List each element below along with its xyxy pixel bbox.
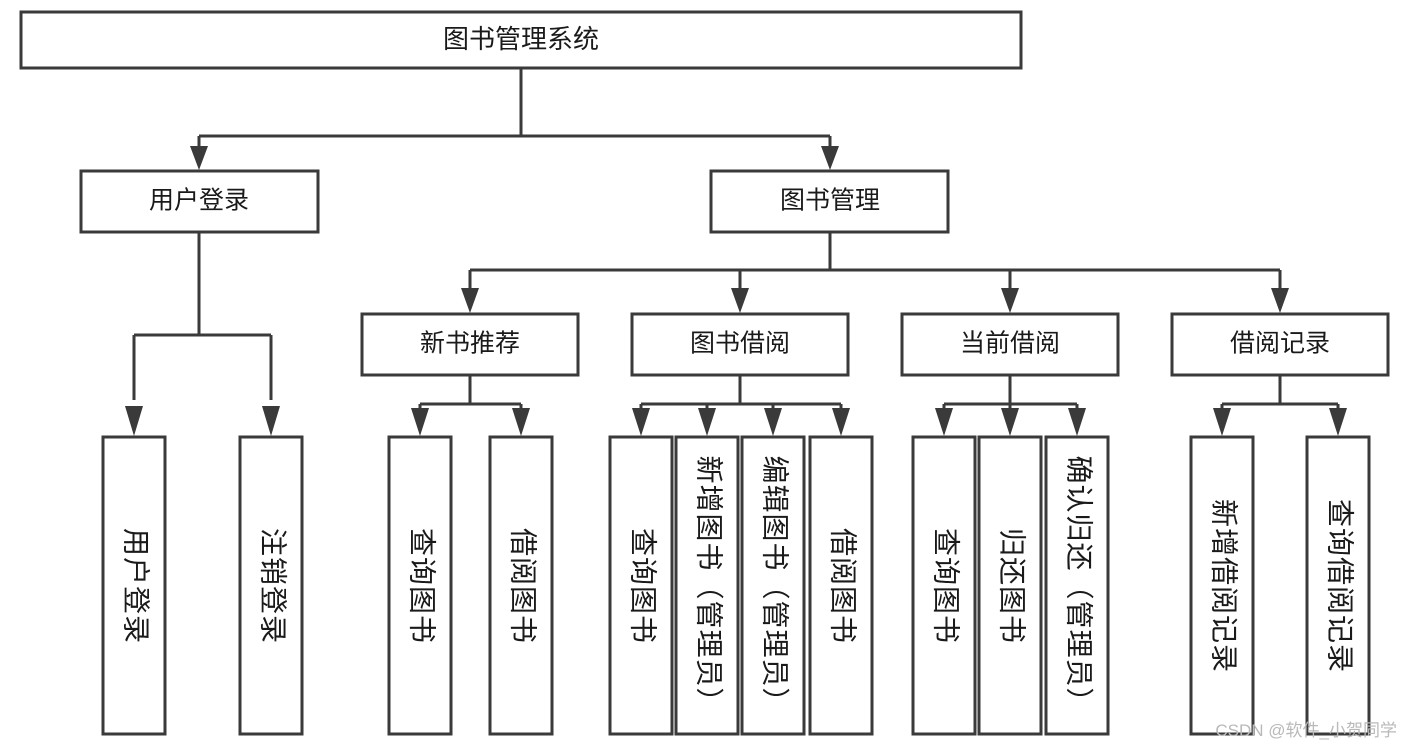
- arrowhead-to-leaf-13: [1329, 408, 1347, 436]
- node-borrow[interactable]: 图书借阅: [630, 312, 850, 377]
- node-records[interactable]: 借阅记录: [1170, 312, 1390, 377]
- node-records-label: 借阅记录: [1230, 330, 1330, 358]
- node-leaf-3-box[interactable]: [387, 435, 453, 736]
- arrowhead-to-login: [190, 146, 208, 170]
- arrowhead-to-leaf-7: [764, 408, 782, 436]
- node-leaf-9[interactable]: 查询图书: [911, 435, 977, 736]
- arrowhead-to-leaf-1: [125, 406, 143, 436]
- node-current-box[interactable]: [900, 312, 1120, 377]
- arrowhead-to-records: [1271, 288, 1289, 313]
- node-bookmgmt-box[interactable]: [709, 169, 950, 234]
- node-root-label: 图书管理系统: [443, 24, 599, 54]
- node-leaf-4-box[interactable]: [488, 435, 554, 736]
- node-current-label: 当前借阅: [960, 330, 1060, 358]
- arrowhead-to-leaf-4: [512, 408, 530, 436]
- node-leaf-11[interactable]: 确认归还（管理员）: [1044, 435, 1110, 736]
- node-leaf-13-label: 查询借阅记录: [1325, 499, 1356, 673]
- connector-newbook-trunk: [418, 375, 523, 412]
- node-root-box[interactable]: [19, 10, 1023, 70]
- node-leaf-10-box[interactable]: [977, 435, 1043, 736]
- node-login[interactable]: 用户登录: [79, 169, 320, 234]
- node-login-box[interactable]: [79, 169, 320, 234]
- node-leaf-2[interactable]: 注销登录: [238, 435, 304, 736]
- node-leaf-5-box[interactable]: [608, 435, 674, 736]
- arrowhead-to-current: [1001, 288, 1019, 313]
- arrowhead-to-borrow: [731, 288, 749, 313]
- node-leaf-3[interactable]: 查询图书: [387, 435, 453, 736]
- node-root[interactable]: 图书管理系统: [19, 10, 1023, 70]
- node-leaf-6[interactable]: 新增图书（管理员）: [674, 435, 740, 736]
- node-leaf-13-box[interactable]: [1305, 435, 1371, 736]
- node-leaf-6-box[interactable]: [674, 435, 740, 736]
- node-leaf-10[interactable]: 归还图书: [977, 435, 1043, 736]
- arrowhead-to-leaf-6: [698, 408, 716, 436]
- node-newbook[interactable]: 新书推荐: [360, 312, 580, 377]
- node-leaf-8[interactable]: 借阅图书: [808, 435, 874, 736]
- connector-bookmgmt-trunk: [468, 232, 1282, 292]
- arrowhead-to-leaf-12: [1213, 408, 1231, 436]
- arrowhead-to-leaf-10: [1001, 408, 1019, 436]
- connector-borrow-trunk: [639, 375, 843, 412]
- node-leaf-9-label: 查询图书: [931, 528, 962, 644]
- node-leaf-1-box[interactable]: [101, 435, 167, 736]
- connector-current-trunk: [942, 375, 1079, 412]
- node-borrow-label: 图书借阅: [690, 330, 790, 358]
- node-leaf-13[interactable]: 查询借阅记录: [1305, 435, 1371, 736]
- node-current[interactable]: 当前借阅: [900, 312, 1120, 377]
- node-leaf-1[interactable]: 用户登录: [101, 435, 167, 736]
- arrowhead-to-leaf-2: [262, 406, 280, 436]
- node-leaf-7-box[interactable]: [740, 435, 806, 736]
- arrowhead-to-leaf-5: [632, 408, 650, 436]
- arrowhead-to-bookmgmt: [821, 146, 839, 170]
- node-leaf-8-label: 借阅图书: [828, 528, 859, 644]
- node-leaf-11-label: 确认归还（管理员）: [1064, 455, 1095, 716]
- node-bookmgmt-label: 图书管理: [780, 187, 880, 215]
- node-leaf-2-box[interactable]: [238, 435, 304, 736]
- node-newbook-label: 新书推荐: [420, 330, 520, 358]
- node-leaf-5[interactable]: 查询图书: [608, 435, 674, 736]
- node-leaf-4-label: 借阅图书: [508, 528, 539, 644]
- node-leaf-12-label: 新增借阅记录: [1209, 499, 1240, 673]
- node-records-box[interactable]: [1170, 312, 1390, 377]
- connector-root-trunk: [197, 68, 832, 157]
- node-newbook-box[interactable]: [360, 312, 580, 377]
- node-leaf-9-box[interactable]: [911, 435, 977, 736]
- node-leaf-5-label: 查询图书: [628, 528, 659, 644]
- node-leaf-1-label: 用户登录: [121, 528, 152, 644]
- node-leaf-7-label: 编辑图书（管理员）: [760, 455, 791, 716]
- arrowhead-to-leaf-8: [832, 408, 850, 436]
- node-leaf-6-label: 新增图书（管理员）: [694, 455, 725, 716]
- connector-records-trunk: [1220, 375, 1340, 412]
- node-leaf-3-label: 查询图书: [407, 528, 438, 644]
- node-login-label: 用户登录: [149, 187, 249, 215]
- arrowhead-to-leaf-11: [1068, 408, 1086, 436]
- node-leaf-8-box[interactable]: [808, 435, 874, 736]
- node-leaf-7[interactable]: 编辑图书（管理员）: [740, 435, 806, 736]
- node-leaf-2-label: 注销登录: [258, 528, 289, 644]
- arrowhead-to-newbook: [461, 288, 479, 313]
- node-leaf-11-box[interactable]: [1044, 435, 1110, 736]
- node-bookmgmt[interactable]: 图书管理: [709, 169, 950, 234]
- connector-login-trunk: [132, 232, 273, 400]
- node-borrow-box[interactable]: [630, 312, 850, 377]
- arrowhead-to-leaf-3: [411, 408, 429, 436]
- arrowhead-to-leaf-9: [935, 408, 953, 436]
- connector-layer: [125, 68, 1347, 436]
- node-leaf-12-box[interactable]: [1189, 435, 1255, 736]
- node-leaf-10-label: 归还图书: [997, 528, 1028, 644]
- node-leaf-12[interactable]: 新增借阅记录: [1189, 435, 1255, 736]
- node-leaf-4[interactable]: 借阅图书: [488, 435, 554, 736]
